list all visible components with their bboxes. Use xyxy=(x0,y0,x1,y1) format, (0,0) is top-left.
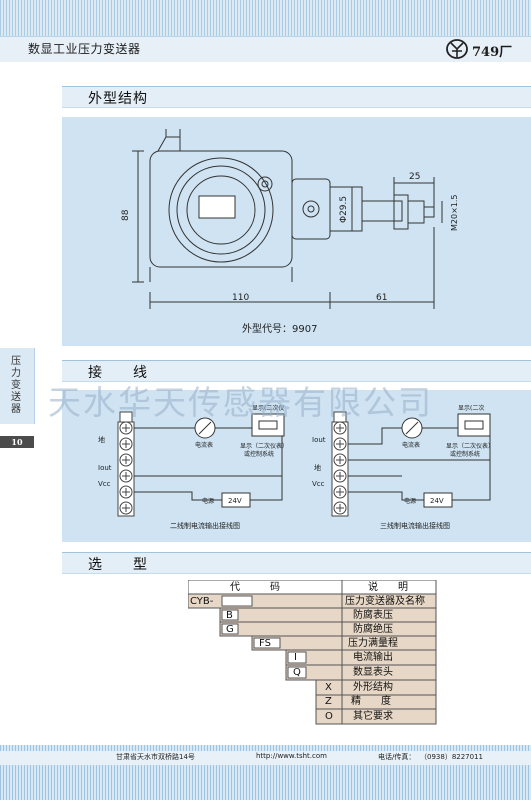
footer-phone-label: 电话/传真： xyxy=(378,753,416,761)
footer-address: 甘肃省天水市双桥路14号 xyxy=(116,753,195,761)
dim-110: 110 xyxy=(232,293,249,303)
side-tab xyxy=(0,348,35,424)
desc-fs: 压力满量程 xyxy=(348,638,398,649)
footer-website[interactable]: http://www.tsht.com xyxy=(256,752,327,760)
label-ground-2: 地 xyxy=(314,463,321,472)
display-top-2: 显示(二次 xyxy=(458,404,484,412)
code-o: O xyxy=(325,711,333,722)
code-z: Z xyxy=(325,696,332,707)
dim-thread: M20×1.5 xyxy=(450,194,459,231)
display-note-a-2: 显示（二次仪表） xyxy=(446,442,494,450)
display-note-a-1: 显示（二次仪表） xyxy=(240,442,288,450)
logo-text: 749厂 xyxy=(472,45,513,60)
outline-panel xyxy=(62,117,531,346)
power-label-2: 电源 xyxy=(404,497,416,505)
dim-25: 25 xyxy=(409,172,420,182)
wiring-diagrams: 地 Iout Vcc 电流表 显示(二次仪 显示（二次仪表） 或控制系统 电源 … xyxy=(98,404,494,530)
power-box-2 xyxy=(423,492,453,508)
three-wire-diagram: Iout 地 Vcc 电流表 显示(二次 显示（二次仪表） 或控制系统 电源 2… xyxy=(312,404,494,530)
desc-q: 数显表头 xyxy=(353,667,393,678)
page-number: 10 xyxy=(0,436,34,448)
desc-x: 外形结构 xyxy=(353,682,393,693)
code-x: X xyxy=(325,682,332,693)
header-title: 数显工业压力变送器 xyxy=(28,42,141,56)
display-note-b-2: 或控制系统 xyxy=(450,450,480,458)
thread-section xyxy=(407,200,425,224)
display-box-2 xyxy=(457,413,491,437)
header-desc: 说 明 xyxy=(368,582,408,593)
dim-88: 88 xyxy=(121,209,131,221)
desc-cyb: 压力变送器及名称 xyxy=(345,596,425,607)
header-band xyxy=(0,36,531,62)
side-tab-text: 压力变送器 xyxy=(11,356,21,415)
label-iout-2: Iout xyxy=(312,436,326,444)
footer-phone: （0938）8227011 xyxy=(420,753,483,761)
section-bar-selection: 选 型 xyxy=(62,552,531,574)
power-box-1 xyxy=(221,492,251,508)
desc-i: 电流输出 xyxy=(353,652,393,663)
display-top-1: 显示(二次仪 xyxy=(252,404,284,412)
voltage-1: 24V xyxy=(228,497,242,505)
port-neck xyxy=(361,200,403,222)
code-b: B xyxy=(226,610,233,621)
page-footer xyxy=(0,745,531,800)
code-fs: FS xyxy=(259,638,271,649)
desc-z: 精 度 xyxy=(351,696,391,707)
ammeter-label-1: 电流表 xyxy=(195,441,213,449)
code-i: I xyxy=(294,652,297,663)
wiring-panel xyxy=(62,390,531,542)
housing-cap xyxy=(157,136,181,152)
footer-band xyxy=(0,751,531,765)
connector-body xyxy=(291,178,331,240)
code-q: Q xyxy=(293,667,301,678)
outline-drawing: 88 25 Φ29.5 M20×1.5 110 61 外型代号：9907 xyxy=(121,129,459,335)
housing-outer-ring xyxy=(168,157,274,263)
section-bar-wiring: 接 线 xyxy=(62,360,531,382)
header-stripes xyxy=(0,0,531,36)
company-logo-icon xyxy=(446,39,468,59)
section-title-outline: 外型结构 xyxy=(88,91,148,107)
label-vcc-2: Vcc xyxy=(312,480,325,488)
model-table-lines xyxy=(188,580,437,725)
ammeter-label-2: 电流表 xyxy=(402,441,420,449)
outline-caption: 外型代号：9907 xyxy=(242,322,317,335)
caption-two-wire: 二线制电流输出接线图 xyxy=(170,521,240,530)
code-cyb: CYB- xyxy=(190,596,214,607)
voltage-2: 24V xyxy=(430,497,444,505)
label-ground-1: 地 xyxy=(98,435,105,444)
display-note-b-1: 或控制系统 xyxy=(244,450,274,458)
code-g: G xyxy=(226,624,234,635)
desc-b: 防腐表压 xyxy=(353,610,393,621)
lcd-window xyxy=(198,195,236,219)
section-bar-outline: 外型结构 xyxy=(62,86,531,108)
desc-o: 其它要求 xyxy=(353,711,393,722)
section-title-wiring: 接 线 xyxy=(88,365,148,381)
dim-phi: Φ29.5 xyxy=(339,196,349,223)
display-box-1 xyxy=(251,413,285,437)
label-vcc-1: Vcc xyxy=(98,480,111,488)
watermark: 天水华天传感器有限公司 xyxy=(48,383,433,422)
page-header xyxy=(0,0,531,62)
power-label-1: 电源 xyxy=(202,497,214,505)
header-code: 代 码 xyxy=(230,582,280,593)
label-iout-1: Iout xyxy=(98,464,112,472)
section-title-selection: 选 型 xyxy=(88,557,148,573)
two-wire-diagram: 地 Iout Vcc 电流表 显示(二次仪 显示（二次仪表） 或控制系统 电源 … xyxy=(98,404,288,530)
caption-three-wire: 三线制电流输出接线图 xyxy=(380,521,450,530)
desc-g: 防腐绝压 xyxy=(353,624,393,635)
dim-61: 61 xyxy=(376,293,387,303)
